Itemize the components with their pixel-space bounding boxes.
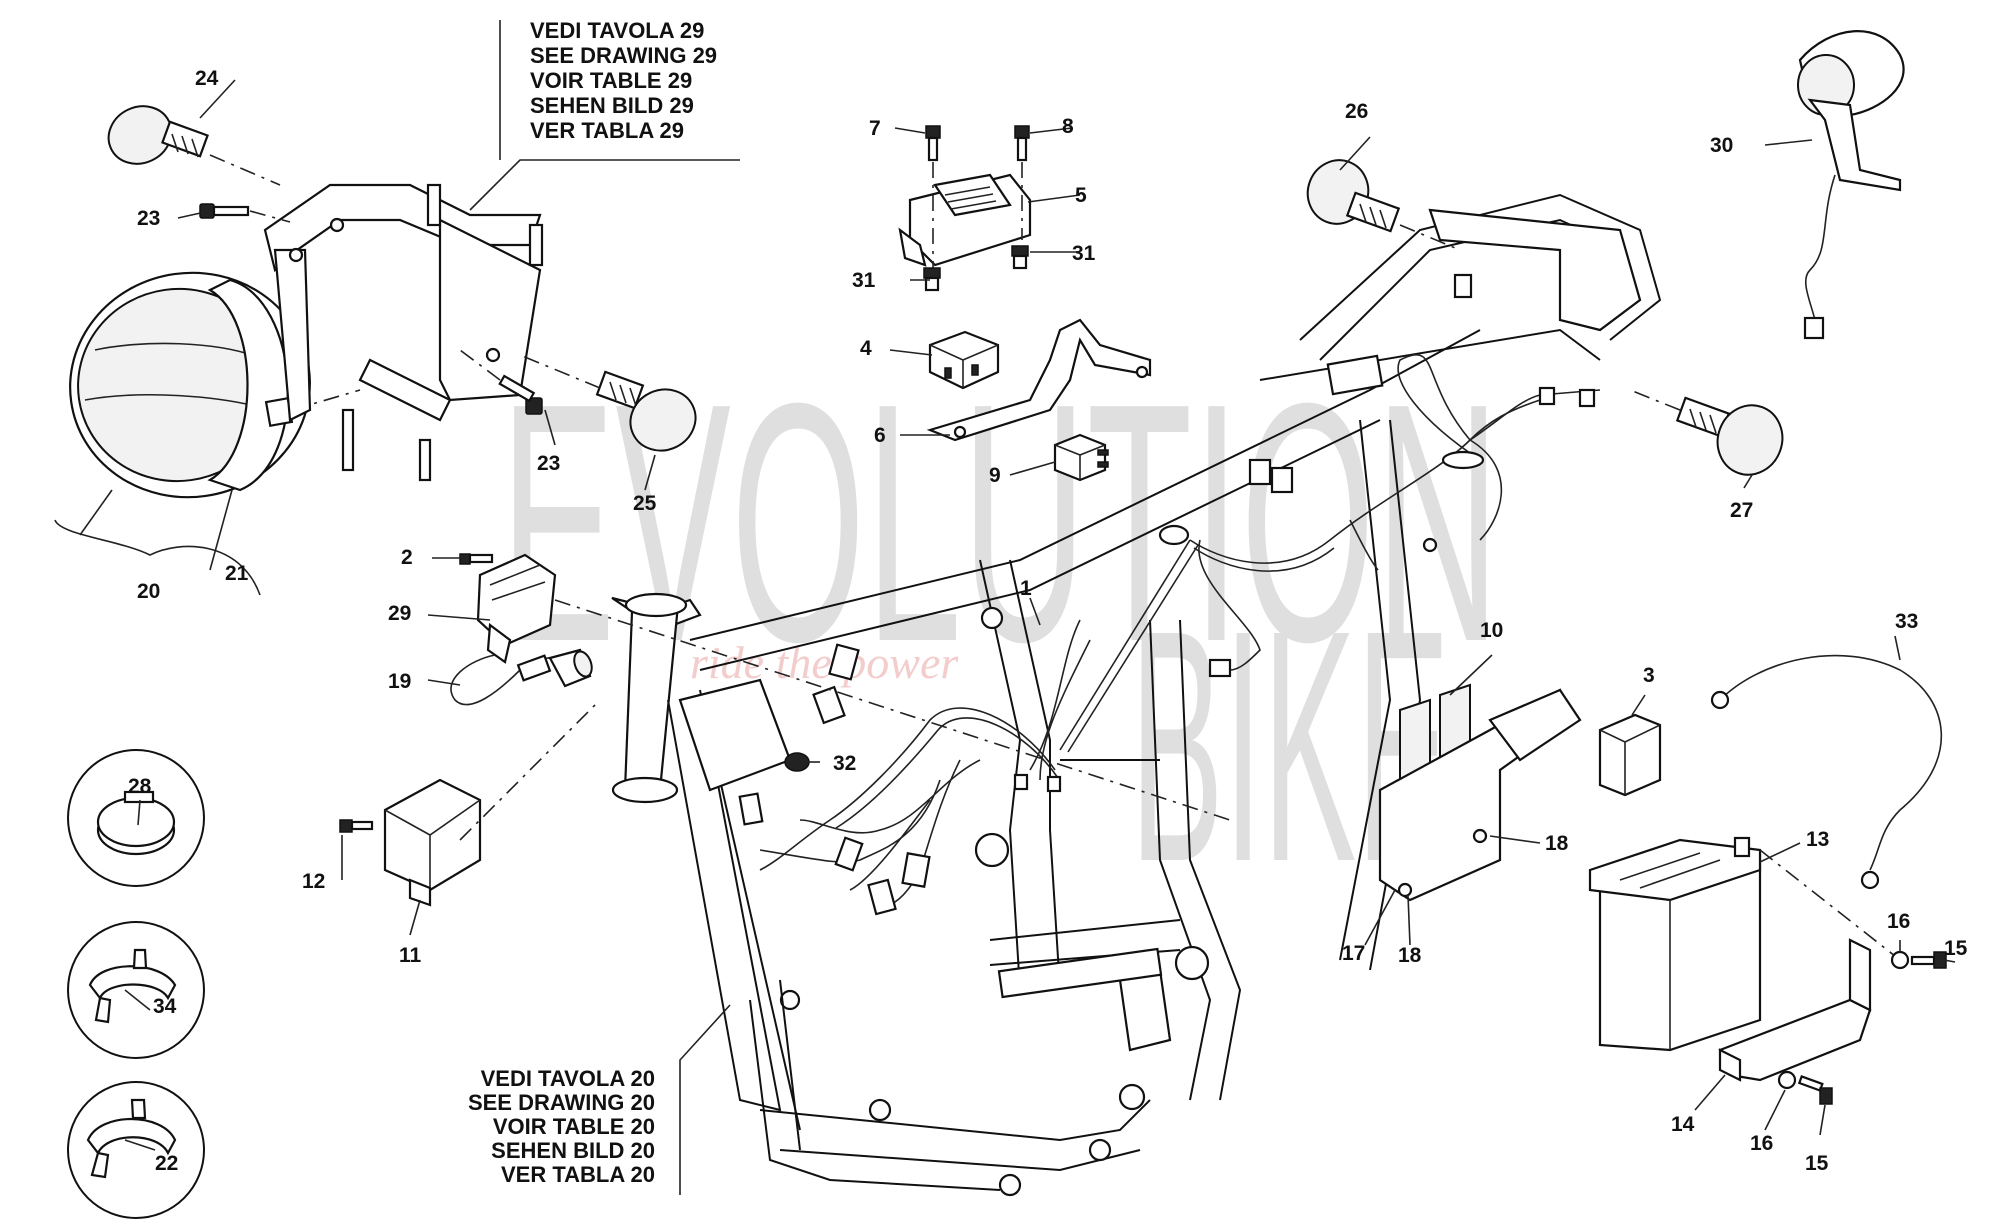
- part-label-19: 19: [388, 670, 411, 693]
- callout-bottom-line-1: VEDI TAVOLA 20: [481, 1066, 655, 1091]
- part-label-22: 22: [155, 1152, 178, 1175]
- battery-tray-14: [1718, 849, 1901, 1082]
- headlight-bracket: [263, 183, 544, 482]
- callout-bottom-line-5: VER TABLA 20: [501, 1162, 655, 1187]
- reference-callout-bottom: VEDI TAVOLA 20 SEE DRAWING 20 VOIR TABLE…: [468, 1004, 731, 1195]
- part-label-5: 5: [1075, 184, 1087, 207]
- wiring-harness: [738, 273, 1601, 916]
- part-label-11: 11: [399, 944, 422, 967]
- motorcycle-frame: [611, 193, 1662, 1197]
- bolt-23-upper: [199, 203, 291, 223]
- part-label-9: 9: [989, 464, 1001, 487]
- part-label-31-left: 31: [852, 269, 876, 292]
- part-label-18-lower: 18: [1398, 944, 1422, 967]
- part-label-20: 20: [137, 580, 160, 603]
- ignition-coil-29: [459, 553, 1231, 821]
- part-label-17: 17: [1342, 942, 1365, 965]
- part-label-23-lower: 23: [537, 452, 560, 475]
- part-label-3: 3: [1643, 664, 1655, 687]
- bolt-15-upper: [1910, 951, 1947, 969]
- fuse-holders-10: [1399, 683, 1471, 782]
- relay-bracket-6: [926, 318, 1152, 442]
- turn-signal-front-right-25: [519, 354, 697, 452]
- part-label-29: 29: [388, 602, 411, 625]
- reference-callout-top: VEDI TAVOLA 29 SEE DRAWING 29 VOIR TABLE…: [469, 18, 740, 211]
- callout-top-line-1: VEDI TAVOLA 29: [530, 18, 704, 43]
- clip-detail-22: [67, 1081, 205, 1219]
- part-label-32: 32: [833, 752, 856, 775]
- part-label-10: 10: [1480, 619, 1503, 642]
- part-label-18-right: 18: [1545, 832, 1569, 855]
- part-label-16-lower: 16: [1750, 1132, 1773, 1155]
- callout-top-line-3: VOIR TABLE 29: [530, 68, 692, 93]
- callout-top-line-5: VER TABLA 29: [530, 118, 684, 143]
- callout-top-line-2: SEE DRAWING 29: [530, 43, 717, 68]
- part-label-33: 33: [1895, 610, 1918, 633]
- starter-relay-3: [1598, 713, 1662, 797]
- part-label-15-lower: 15: [1805, 1152, 1829, 1175]
- bolt-23-lower: [459, 349, 543, 415]
- turn-signal-rear-right-27: [1629, 389, 1784, 476]
- washer-16-upper: [1890, 950, 1910, 970]
- relay-9: [1053, 433, 1109, 482]
- part-label-15-upper: 15: [1944, 937, 1968, 960]
- part-label-8: 8: [1062, 115, 1074, 138]
- part-label-24: 24: [195, 67, 219, 90]
- part-label-28: 28: [128, 775, 152, 798]
- part-label-21: 21: [225, 562, 249, 585]
- callout-top-line-4: SEHEN BILD 29: [530, 93, 694, 118]
- part-label-6: 6: [874, 424, 886, 447]
- taillight-30: [1797, 30, 1905, 340]
- callout-bottom-line-4: SEHEN BILD 20: [491, 1138, 655, 1163]
- battery-cable-33: [1710, 654, 1943, 890]
- part-label-4: 4: [860, 337, 872, 360]
- part-label-30: 30: [1710, 134, 1733, 157]
- washer-16-lower: [1777, 1070, 1797, 1090]
- control-unit-5: [898, 125, 1032, 292]
- part-label-31-right: 31: [1072, 242, 1096, 265]
- callout-bottom-line-2: SEE DRAWING 20: [468, 1090, 655, 1115]
- clip-detail-34: [67, 921, 205, 1059]
- part-label-13: 13: [1806, 828, 1829, 851]
- turn-signal-rear-left-26: [1306, 159, 1461, 251]
- part-label-2: 2: [401, 546, 413, 569]
- spark-plug-lead-19: [450, 648, 593, 706]
- leader-lines: [54, 79, 1956, 1151]
- part-number-labels: 1 2 3 4 5 6 7 8 9 10 11 12 13 14 15 15 1…: [128, 67, 1968, 1175]
- voltage-regulator-11: [339, 699, 601, 907]
- part-label-16-upper: 16: [1887, 910, 1910, 933]
- turn-signal-front-left-24: [107, 105, 281, 186]
- part-label-26: 26: [1345, 100, 1368, 123]
- bolt-15-lower: [1797, 1075, 1833, 1105]
- part-label-7: 7: [869, 117, 881, 140]
- part-label-27: 27: [1730, 499, 1753, 522]
- part-label-12: 12: [302, 870, 325, 893]
- part-label-1: 1: [1020, 577, 1032, 600]
- nut-32: [784, 752, 810, 772]
- part-label-25: 25: [633, 492, 657, 515]
- relay-4: [928, 330, 1000, 390]
- part-label-23-upper: 23: [137, 207, 160, 230]
- headlight-assembly: [69, 271, 361, 499]
- battery-box-17: [1378, 688, 1582, 902]
- part-label-14: 14: [1671, 1113, 1695, 1136]
- callout-bottom-line-3: VOIR TABLE 20: [493, 1114, 655, 1139]
- battery-13: [1588, 836, 1762, 1052]
- part-label-34: 34: [153, 995, 177, 1018]
- clamp-detail-28: [67, 749, 205, 887]
